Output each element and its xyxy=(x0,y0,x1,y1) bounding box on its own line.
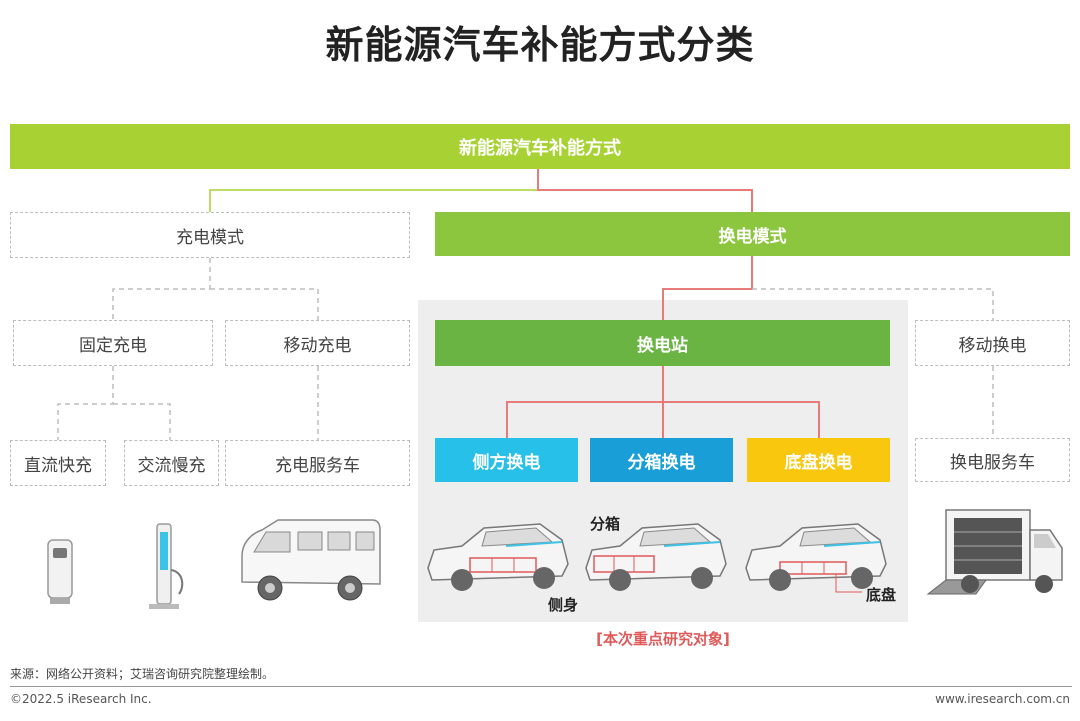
charging-van-illustration xyxy=(241,519,381,601)
chassis-swap-node: 底盘换电 xyxy=(747,438,890,482)
connector-swapping-mobile xyxy=(752,288,994,320)
connector-fixed-sub xyxy=(57,366,171,440)
side-swap-car-illustration xyxy=(427,523,569,591)
swap-station-node: 换电站 xyxy=(435,320,890,366)
mobile-swapping-node: 移动换电 xyxy=(915,320,1070,366)
dc-fast-charging-node: 直流快充 xyxy=(10,440,106,486)
chassis-swap-car-illustration xyxy=(745,523,887,593)
split-swap-node: 分箱换电 xyxy=(590,438,733,482)
dc-charger-illustration xyxy=(47,539,73,604)
swap-truck-illustration xyxy=(926,509,1063,595)
connector-swapping-station xyxy=(662,256,753,320)
fixed-charging-node: 固定充电 xyxy=(13,320,213,366)
connector-station-sub xyxy=(506,366,820,438)
ac-charger-illustration xyxy=(149,523,184,609)
split-swap-car-illustration xyxy=(585,523,727,591)
footer-divider xyxy=(10,686,1072,687)
split-box-label: 分箱 xyxy=(590,515,621,533)
ac-slow-charging-node: 交流慢充 xyxy=(124,440,219,486)
side-swap-node: 侧方换电 xyxy=(435,438,578,482)
website: www.iresearch.com.cn xyxy=(935,692,1070,706)
chassis-label: 底盘 xyxy=(866,586,897,604)
connector-charging-sub xyxy=(112,258,319,320)
source-note: 来源：网络公开资料；艾瑞咨询研究院整理绘制。 xyxy=(10,667,275,681)
copyright: ©2022.5 iResearch Inc. xyxy=(10,692,152,706)
charging-mode-node: 充电模式 xyxy=(10,212,410,258)
charging-service-vehicle-node: 充电服务车 xyxy=(225,440,410,486)
side-body-label: 侧身 xyxy=(548,596,579,614)
focus-note: [本次重点研究对象] xyxy=(596,630,730,648)
root-node: 新能源汽车补能方式 xyxy=(10,124,1070,169)
mobile-charging-node: 移动充电 xyxy=(225,320,410,366)
page-title: 新能源汽车补能方式分类 xyxy=(325,23,755,67)
connector-root-swapping xyxy=(537,169,753,212)
swap-service-vehicle-node: 换电服务车 xyxy=(915,438,1070,482)
swapping-mode-node: 换电模式 xyxy=(435,212,1070,256)
connector-root-charging xyxy=(209,169,539,212)
